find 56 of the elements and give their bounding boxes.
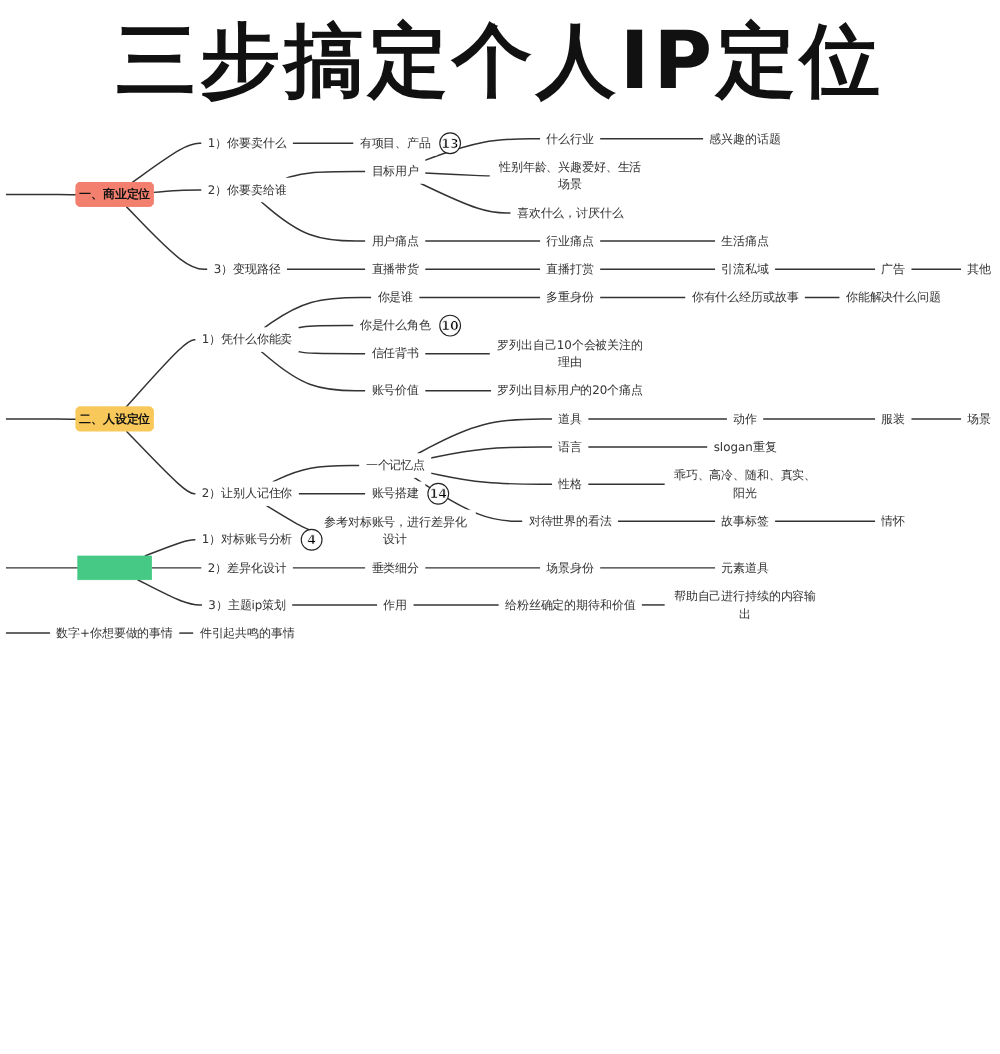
connector — [125, 205, 209, 270]
connector — [291, 142, 355, 144]
connector — [297, 350, 367, 355]
connector — [616, 520, 717, 522]
connector — [640, 604, 666, 606]
connector — [5, 632, 52, 634]
connector — [297, 324, 355, 329]
connector — [418, 296, 542, 299]
title: 三步搞定个人IP定位 — [113, 14, 887, 112]
connector — [803, 296, 841, 299]
connector — [424, 567, 542, 569]
connector — [125, 430, 197, 495]
connector — [144, 539, 197, 557]
connector — [178, 632, 195, 634]
connector — [599, 268, 717, 270]
connector — [263, 296, 373, 329]
connector — [5, 567, 79, 569]
connector — [5, 418, 78, 421]
connector — [910, 268, 963, 270]
connector — [424, 390, 493, 392]
connector — [599, 296, 687, 299]
connector — [260, 201, 367, 242]
connector — [424, 268, 542, 270]
connector — [910, 418, 963, 420]
connector — [599, 240, 717, 242]
connector — [424, 353, 491, 355]
connector — [419, 182, 512, 214]
connector — [424, 240, 542, 242]
connector — [430, 446, 554, 459]
connector — [773, 268, 877, 270]
connector — [5, 193, 78, 196]
connector — [285, 170, 367, 179]
connector — [271, 464, 361, 483]
connector — [773, 520, 877, 522]
connector — [416, 418, 554, 455]
connector — [762, 418, 877, 420]
connector — [291, 604, 379, 606]
connector — [412, 604, 500, 606]
connector — [285, 268, 367, 270]
connector — [430, 472, 554, 485]
connector — [297, 493, 367, 495]
connector — [260, 350, 367, 392]
connector — [130, 142, 203, 184]
node-box — [77, 555, 152, 581]
connector — [424, 172, 491, 177]
connector — [136, 579, 204, 606]
connector — [587, 418, 728, 420]
connector — [587, 446, 709, 448]
connector — [587, 483, 666, 485]
connector — [150, 567, 203, 569]
connector — [424, 138, 542, 162]
connector — [599, 567, 717, 569]
connector — [125, 338, 197, 409]
connector — [291, 567, 367, 569]
connector — [599, 138, 705, 140]
connector — [152, 189, 203, 194]
